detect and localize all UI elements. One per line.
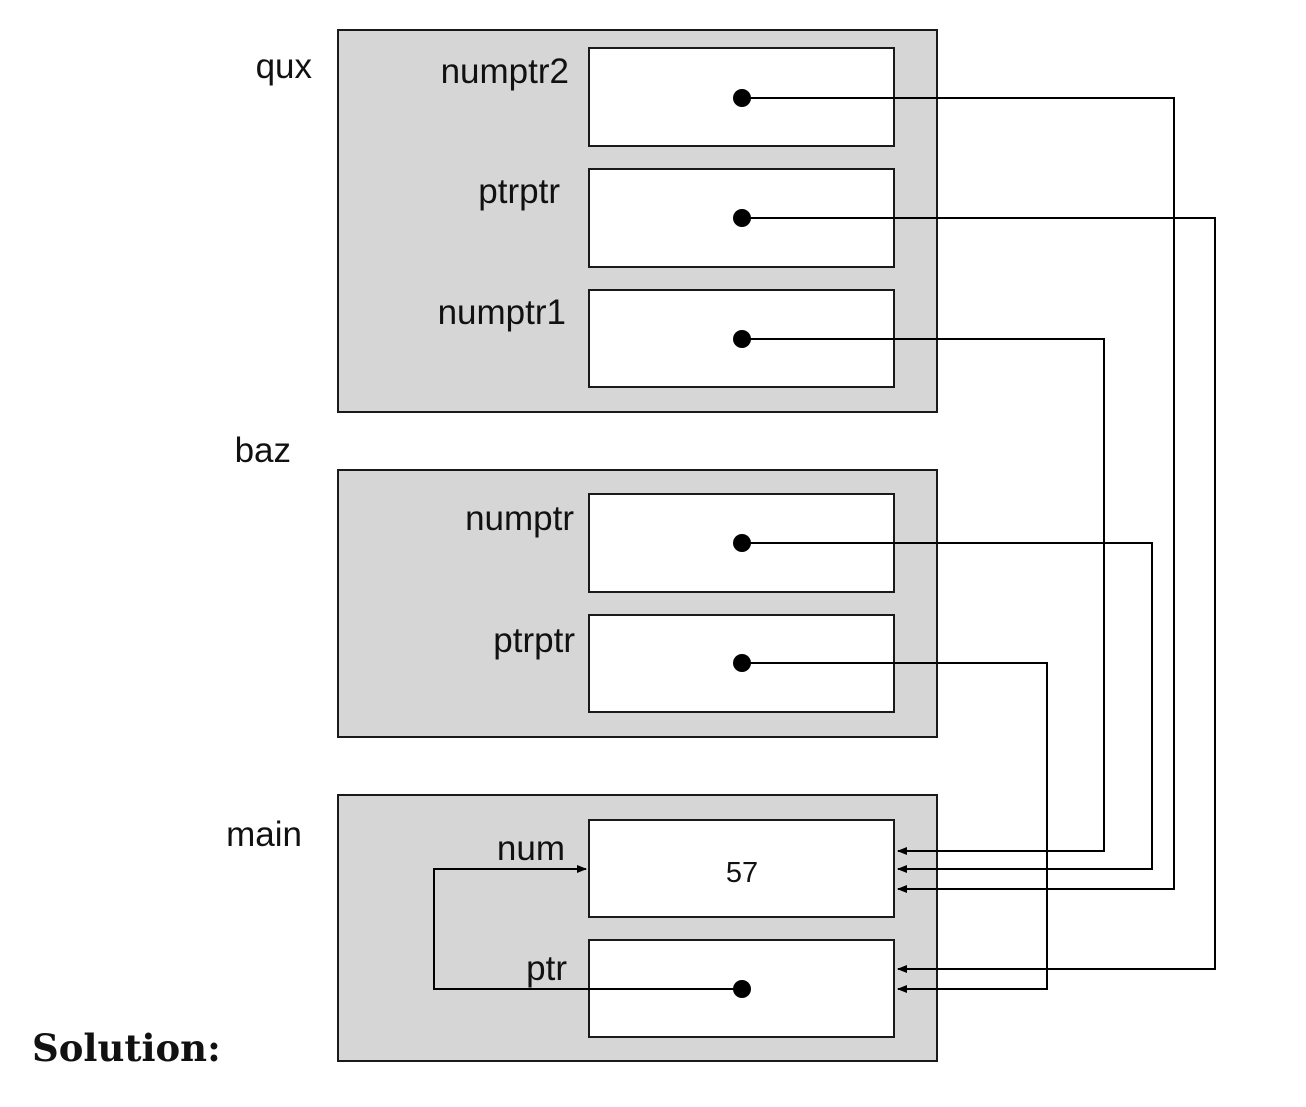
frame-baz: baz numptr ptrptr (235, 431, 938, 738)
main-num-label: num (497, 829, 565, 868)
baz-ptrptr-label: ptrptr (493, 621, 575, 660)
arrow-qux-numptr1-to-main-num (742, 338, 1105, 855)
arrow-baz-ptrptr-to-main-ptr (742, 662, 1048, 993)
arrow-main-ptr-to-main-num (433, 865, 742, 990)
main-ptr-label: ptr (526, 949, 567, 988)
qux-numptr2-label: numptr2 (441, 52, 569, 91)
frame-main-label: main (226, 815, 302, 854)
arrow-baz-numptr-to-main-num (742, 542, 1153, 873)
baz-var-ptrptr: ptrptr (493, 614, 895, 713)
qux-var-numptr1: numptr1 (438, 289, 895, 388)
arrow-qux-ptrptr-to-main-ptr (742, 217, 1216, 973)
frame-qux: qux numptr2 ptrptr numptr1 (256, 29, 938, 413)
main-var-num: num 57 (497, 819, 895, 918)
qux-numptr1-label: numptr1 (438, 293, 566, 332)
baz-numptr-label: numptr (465, 499, 574, 538)
frame-baz-label: baz (235, 431, 291, 470)
frame-qux-label: qux (256, 47, 313, 86)
main-num-value: 57 (726, 857, 758, 889)
arrow-qux-numptr2-to-main-num (742, 97, 1175, 893)
qux-ptrptr-label: ptrptr (478, 172, 560, 211)
solution-heading: Solution: (32, 1026, 221, 1070)
pointer-arrows (433, 97, 1216, 993)
main-num-cell (588, 819, 895, 918)
frame-main: main num 57 ptr (226, 794, 938, 1062)
